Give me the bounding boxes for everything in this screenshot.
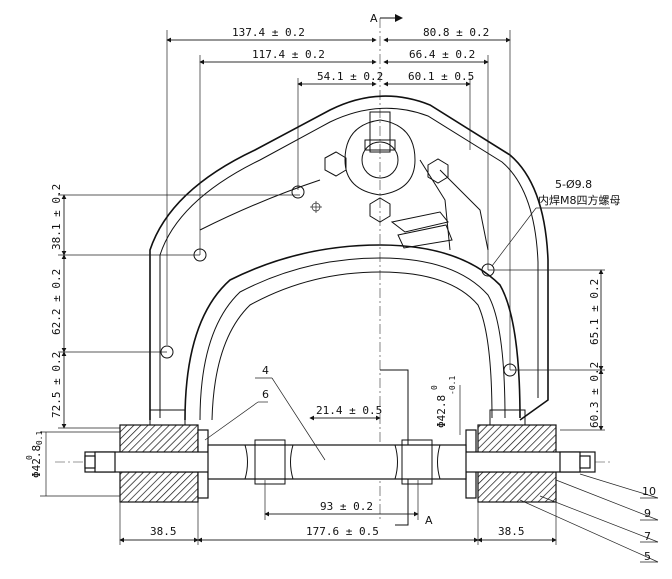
hole-2 — [291, 185, 305, 199]
right-bushing-upper — [477, 424, 557, 456]
dim-1776: 177.6 ± 0.5 — [306, 525, 379, 538]
dim-808: 80.8 ± 0.2 — [423, 26, 489, 39]
right-dimensions: 65.1 ± 0.2 60.3 ± 0.2 — [488, 269, 605, 431]
dim-601: 60.1 ± 0.5 — [408, 70, 474, 83]
dia-right-tol: 0 — [430, 385, 439, 390]
part-5: 5 — [644, 550, 651, 563]
top-dimensions: 137.4 ± 0.2 80.8 ± 0.2 117.4 ± 0.2 66.4 … — [166, 26, 511, 370]
dim-381: 38.1 ± 0.2 — [50, 184, 63, 250]
hole-note-line2: 内焊M8四方螺母 — [538, 193, 621, 207]
part-9: 9 — [644, 507, 651, 520]
hole-note: 5-Ø9.8 内焊M8四方螺母 — [491, 178, 621, 267]
dim-385-right: 38.5 — [498, 525, 525, 538]
part-7: 7 — [644, 530, 651, 543]
dim-603: 60.3 ± 0.2 — [588, 362, 601, 428]
dia-left-tol2: -0.1 — [35, 431, 44, 450]
dim-541: 54.1 ± 0.2 — [317, 70, 383, 83]
part-callouts: 4 6 10 9 7 5 — [204, 364, 659, 563]
dim-622: 62.2 ± 0.2 — [50, 269, 63, 335]
dim-664: 66.4 ± 0.2 — [409, 48, 475, 61]
dim-385-left: 38.5 — [150, 525, 177, 538]
dim-214: 21.4 ± 0.5 — [316, 404, 382, 417]
center-dim: 21.4 ± 0.5 — [309, 404, 382, 421]
ball-joint — [344, 111, 416, 196]
bottom-dims: 93 ± 0.2 38.5 177.6 ± 0.5 38.5 — [119, 480, 557, 545]
left-dimensions: 38.1 ± 0.2 62.2 ± 0.2 72.5 ± 0.2 — [50, 184, 300, 429]
section-label-bottom: A — [425, 514, 433, 527]
dim-93: 93 ± 0.2 — [320, 500, 373, 513]
dim-651: 65.1 ± 0.2 — [588, 279, 601, 345]
arm-body — [149, 95, 549, 421]
left-bushing-lower — [119, 471, 199, 503]
dia-left: Φ42.8 — [30, 445, 43, 478]
part-4: 4 — [262, 364, 269, 377]
dim-725: 72.5 ± 0.2 — [50, 352, 63, 418]
left-bushing-upper — [119, 424, 199, 456]
hole-note-line1: 5-Ø9.8 — [555, 178, 592, 191]
dim-137: 137.4 ± 0.2 — [232, 26, 305, 39]
diameter-dims: Φ42.8 0 -0.1 Φ42.8 0 -0.1 — [25, 376, 461, 497]
dia-left-tol: 0 — [25, 455, 34, 460]
part-10: 10 — [642, 485, 656, 498]
dia-right-tol2: -0.1 — [448, 376, 457, 395]
section-label-top: A — [370, 12, 378, 25]
part-6: 6 — [262, 388, 269, 401]
shaft-assembly — [55, 409, 610, 503]
dim-1174: 117.4 ± 0.2 — [252, 48, 325, 61]
dia-right: Φ42.8 — [435, 395, 448, 428]
